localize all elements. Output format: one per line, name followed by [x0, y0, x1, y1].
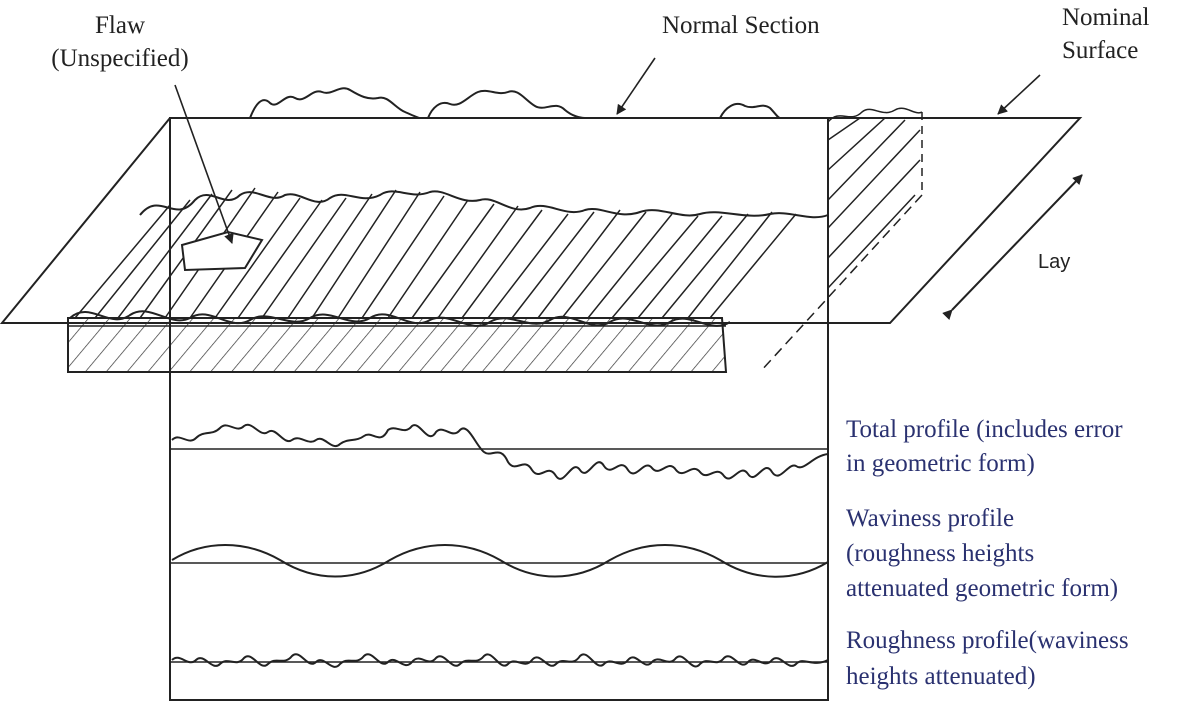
- surface-top-profile: [139, 190, 829, 219]
- nominal-surface-label-line1: Nominal: [1062, 4, 1150, 31]
- surface-bottom-profile: [69, 310, 731, 327]
- lay-arrow: [942, 174, 1083, 320]
- roughness-profile: [170, 653, 829, 668]
- block-end-face: [759, 107, 923, 373]
- waviness-profile: [170, 544, 829, 578]
- nominal-surface-label-line2: Surface: [1062, 37, 1138, 64]
- total-profile-label-line1: Total profile (includes error: [846, 416, 1123, 443]
- flaw-arrow: [174, 84, 234, 244]
- roughness-profile-label-line2: heights attenuated): [846, 663, 1036, 690]
- waviness-profile-label-line3: attenuated geometric form): [846, 575, 1118, 602]
- lay-label: Lay: [1038, 251, 1070, 273]
- nominal-surface-plane: [0, 117, 1083, 324]
- normal-section-arrow: [616, 57, 656, 115]
- flaw-label-line2: (Unspecified): [51, 45, 188, 72]
- total-profile: [170, 423, 829, 480]
- nominal-surface-arrow: [997, 74, 1041, 115]
- total-profile-label-line2: in geometric form): [846, 450, 1035, 477]
- waviness-profile-label-line1: Waviness profile: [846, 505, 1014, 532]
- surface-ridges: [74, 187, 797, 319]
- roughness-profile-label-line1: Roughness profile(waviness: [846, 627, 1129, 654]
- normal-section-label: Normal Section: [662, 12, 820, 39]
- flaw-shape: [180, 230, 264, 272]
- section-top-profile: [248, 87, 781, 119]
- flaw-label-line1: Flaw: [95, 12, 145, 39]
- waviness-profile-label-line2: (roughness heights: [846, 540, 1034, 567]
